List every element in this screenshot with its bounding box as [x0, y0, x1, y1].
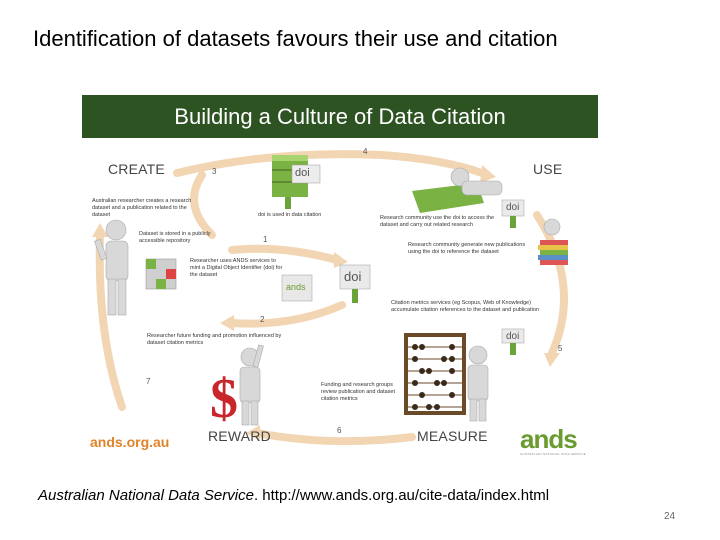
- desc-review: Funding and research groups review publi…: [321, 382, 395, 402]
- arrowhead-inner-2: [220, 315, 234, 331]
- dollar-icon: $: [210, 368, 238, 430]
- desc-dataset-stored: Dataset is stored in a publicly accessib…: [139, 231, 211, 244]
- data-stack-icon: [272, 155, 321, 209]
- ands-mini-label: ands: [286, 282, 306, 292]
- desc-community-access: Research community use the doi to access…: [380, 215, 495, 228]
- arrowhead-inner-1: [334, 252, 348, 268]
- stage-create: CREATE: [108, 161, 165, 177]
- ands-logo: ands: [520, 424, 578, 454]
- desc-researcher-creates: Australian researcher creates a research…: [92, 198, 192, 218]
- measure-figure: [467, 345, 489, 422]
- arrow-measure-to-reward: [253, 429, 416, 446]
- data-citation-diagram: $ Building a Culture of Data Citation CR…: [82, 95, 598, 457]
- arrow-create-to-use: [173, 150, 486, 177]
- ands-doi-tile: [281, 264, 371, 303]
- diagram-banner-title: Building a Culture of Data Citation: [174, 104, 506, 129]
- reading-figure-icon: [412, 167, 503, 213]
- abacus-icon: [404, 333, 466, 415]
- slide-title: Identification of datasets favours their…: [33, 26, 558, 51]
- arrowhead-create: [92, 223, 108, 237]
- stage-measure: MEASURE: [417, 428, 488, 444]
- arrowhead-measure: [544, 353, 560, 367]
- step-1: 1: [263, 235, 268, 244]
- caption-org: Australian National Data Service: [38, 487, 254, 504]
- step-6: 6: [337, 426, 342, 435]
- doi-label-b: doi: [506, 202, 520, 213]
- arrow-inner-3: [190, 171, 216, 239]
- svg-text:$: $: [210, 368, 238, 430]
- reward-figure: [239, 344, 264, 426]
- arrowhead-use: [480, 165, 496, 183]
- cycle-arrows: $: [92, 150, 568, 446]
- ands-domain: ands.org.au: [90, 434, 170, 450]
- arrowhead-reward: [246, 425, 260, 441]
- desc-citation-metrics: Citation metrics services (eg Scopus, We…: [391, 300, 539, 313]
- arrow-reward-to-create: [95, 231, 126, 411]
- stage-use: USE: [533, 161, 563, 177]
- data-cube-icon: [145, 258, 177, 290]
- arrow-inner-2: [228, 301, 346, 328]
- diagram-banner: [82, 95, 598, 138]
- desc-doi-used: doi is used in data citation: [258, 212, 322, 218]
- caption-separator: .: [253, 487, 263, 504]
- arrow-use-to-measure: [533, 211, 568, 357]
- caption-url: http://www.ands.org.au/cite-data/index.h…: [262, 487, 550, 504]
- step-4: 4: [363, 147, 368, 156]
- doi-label-d: doi: [506, 331, 520, 342]
- doi-tile-measure: [501, 328, 525, 355]
- figure-caption: Australian National Data Service. http:/…: [38, 487, 549, 504]
- ands-logo-tagline: AUSTRALIAN NATIONAL DATA SERVICE: [520, 452, 587, 456]
- step-7: 7: [146, 377, 151, 386]
- stage-reward: REWARD: [208, 428, 271, 444]
- desc-funding: Researcher future funding and promotion …: [147, 333, 282, 346]
- step-2: 2: [260, 315, 265, 324]
- desc-ands-services: Researcher uses ANDS services to mint a …: [190, 258, 283, 278]
- book-stack-icon: [501, 199, 568, 265]
- researcher-figure: [94, 219, 129, 316]
- step-5: 5: [558, 344, 563, 353]
- page-number: 24: [664, 511, 676, 522]
- desc-community-publish: Research community generate new publicat…: [408, 242, 526, 255]
- arrow-inner-1: [228, 244, 341, 264]
- doi-label-a: doi: [295, 167, 310, 179]
- doi-label-c: doi: [344, 269, 362, 284]
- step-3: 3: [212, 167, 217, 176]
